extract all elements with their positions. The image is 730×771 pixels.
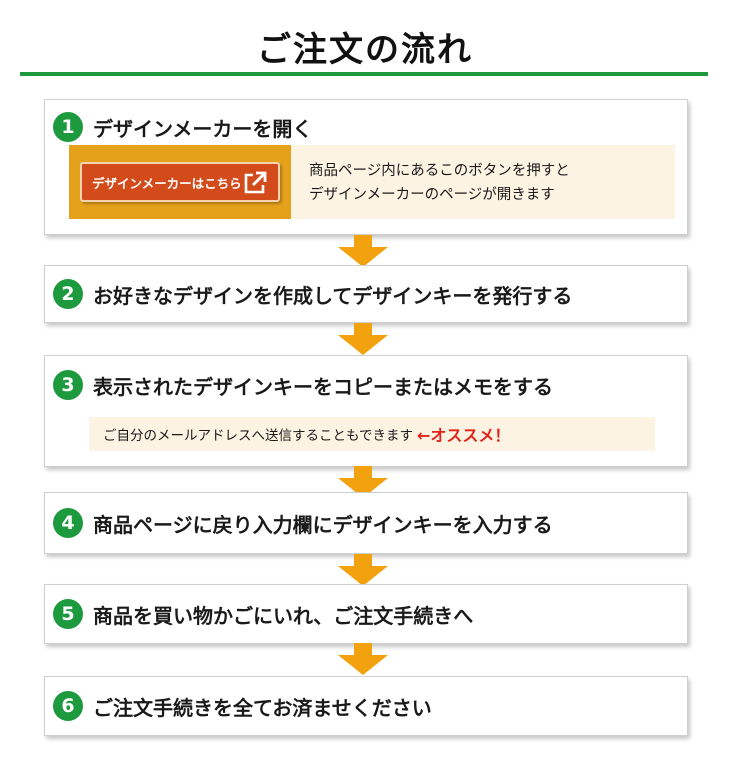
design-maker-button-frame: デザインメーカーはこちら bbox=[69, 145, 291, 219]
design-maker-button-label: デザインメーカーはこちら bbox=[92, 175, 242, 191]
step-number-1: 1 bbox=[53, 112, 83, 142]
down-arrow-icon bbox=[338, 643, 388, 675]
step-text-1: デザインメーカーを開く bbox=[93, 116, 313, 141]
step-1: 1 デザインメーカーを開く デザインメーカーはこちら 商品ページ内にあるこのボタ… bbox=[44, 99, 688, 235]
step-1-detail: デザインメーカーはこちら 商品ページ内にあるこのボタンを押すと デザインメーカー… bbox=[69, 145, 675, 219]
step-1-description-line-2: デザインメーカーのページが開きます bbox=[309, 187, 555, 203]
title-underline bbox=[20, 72, 708, 76]
step-text-5: 商品を買い物かごにいれ、ご注文手続きへ bbox=[93, 603, 474, 628]
step-5: 5 商品を買い物かごにいれ、ご注文手続きへ bbox=[44, 584, 688, 644]
recommend-label: ←オススメ！ bbox=[416, 426, 511, 445]
step-number-2: 2 bbox=[53, 279, 83, 309]
design-maker-button[interactable]: デザインメーカーはこちら bbox=[80, 162, 280, 202]
step-2: 2 お好きなデザインを作成してデザインキーを発行する bbox=[44, 265, 688, 323]
step-number-5: 5 bbox=[53, 599, 83, 629]
step-6: 6 ご注文手続きを全てお済ませください bbox=[44, 676, 688, 736]
down-arrow-icon bbox=[338, 323, 388, 355]
step-3-note-text: ご自分のメールアドレスへ送信することもできます bbox=[103, 428, 413, 444]
step-4: 4 商品ページに戻り入力欄にデザインキーを入力する bbox=[44, 492, 688, 554]
step-3-note: ご自分のメールアドレスへ送信することもできます ←オススメ！ bbox=[89, 417, 655, 451]
step-text-3: 表示されたデザインキーをコピーまたはメモをする bbox=[93, 374, 553, 399]
step-text-2: お好きなデザインを作成してデザインキーを発行する bbox=[93, 283, 573, 308]
down-arrow-icon bbox=[338, 235, 388, 267]
step-number-3: 3 bbox=[53, 370, 83, 400]
step-1-description-line-1: 商品ページ内にあるこのボタンを押すと bbox=[309, 163, 570, 179]
step-text-4: 商品ページに戻り入力欄にデザインキーを入力する bbox=[93, 512, 553, 537]
step-1-description: 商品ページ内にあるこのボタンを押すと デザインメーカーのページが開きます bbox=[309, 159, 570, 207]
down-arrow-icon bbox=[338, 554, 388, 586]
external-link-icon bbox=[244, 171, 267, 194]
step-number-4: 4 bbox=[53, 508, 83, 538]
down-arrow-icon bbox=[338, 466, 388, 498]
step-number-6: 6 bbox=[53, 691, 83, 721]
step-text-6: ご注文手続きを全てお済ませください bbox=[93, 695, 432, 720]
step-3: 3 表示されたデザインキーをコピーまたはメモをする ご自分のメールアドレスへ送信… bbox=[44, 355, 688, 467]
page-title: ご注文の流れ bbox=[257, 30, 473, 70]
